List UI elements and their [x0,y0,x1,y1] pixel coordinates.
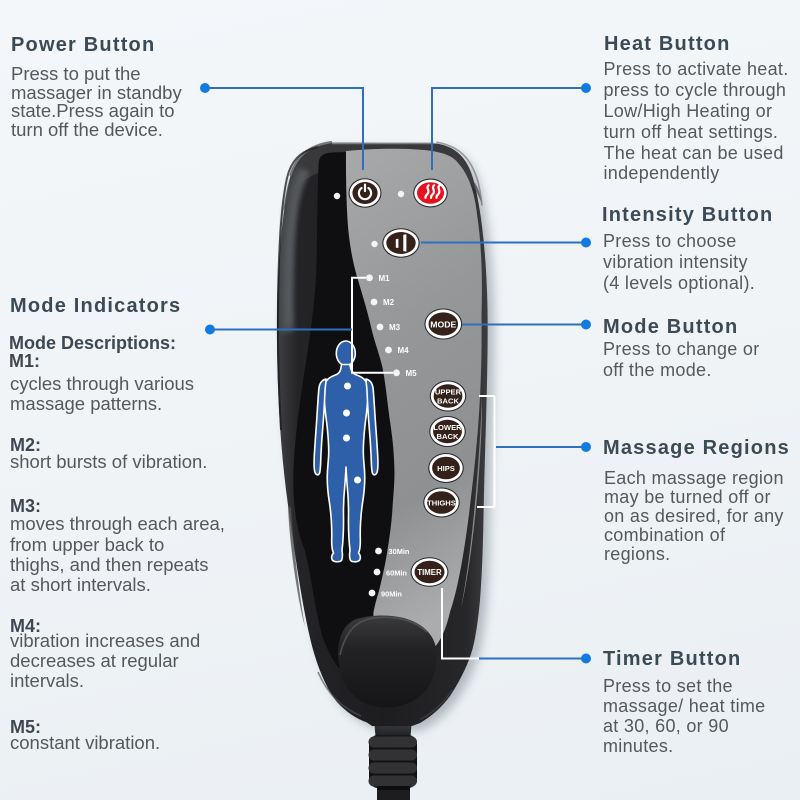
svg-text:TIMER: TIMER [417,568,442,577]
svg-text:THIGHS: THIGHS [427,498,456,507]
svg-text:M2: M2 [383,298,395,307]
svg-text:BACK: BACK [437,397,459,406]
svg-text:LOWER: LOWER [433,423,462,432]
svg-text:M4: M4 [398,346,410,355]
svg-text:30Min: 30Min [389,547,410,556]
svg-text:M5: M5 [406,369,418,378]
svg-text:UPPER: UPPER [435,388,462,397]
svg-text:HIPS: HIPS [437,464,455,473]
svg-text:M1: M1 [379,274,391,283]
svg-text:BACK: BACK [437,432,459,441]
svg-text:MODE: MODE [430,319,456,329]
svg-text:90Min: 90Min [381,589,402,598]
svg-text:M3: M3 [389,323,401,332]
svg-text:60Min: 60Min [386,568,407,577]
